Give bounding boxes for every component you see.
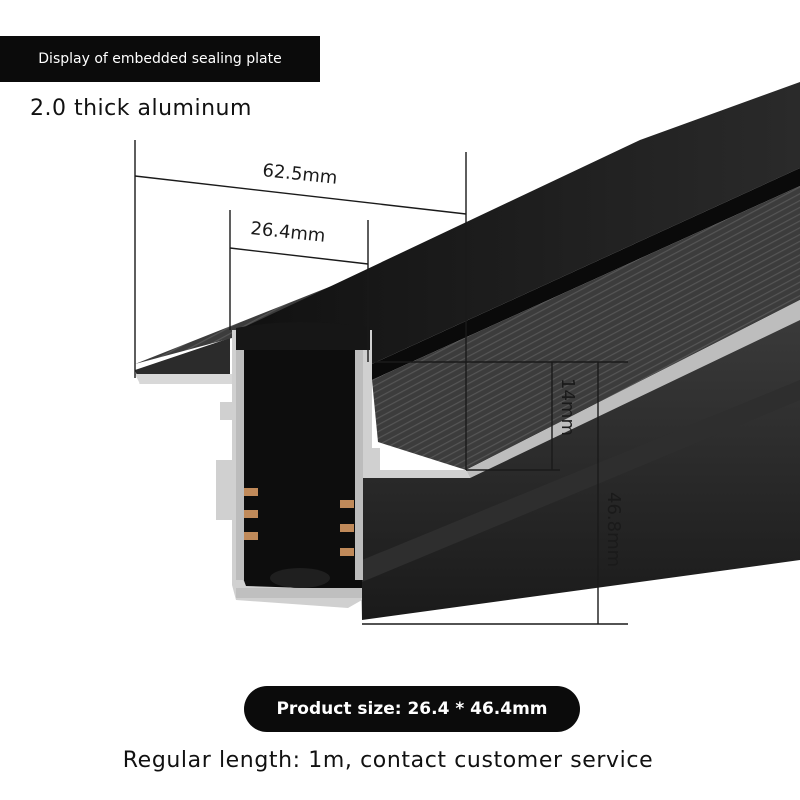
product-size-badge: Product size: 26.4 * 46.4mm: [244, 686, 580, 732]
dimension-total-height: 46.8mm: [603, 492, 624, 567]
dimension-flange-depth: 14mm: [557, 378, 578, 436]
profile-cross-section: [216, 322, 470, 608]
dimension-channel-width: 26.4mm: [249, 218, 326, 247]
length-note: Regular length: 1m, contact customer ser…: [122, 748, 654, 773]
profile-right-side: [360, 320, 800, 620]
right-groove-surface: [372, 186, 800, 478]
material-subtitle: 2.0 thick aluminum: [30, 96, 252, 121]
dimension-lines: [134, 140, 628, 625]
dimension-overall-width: 62.5mm: [261, 160, 338, 189]
profile-top-face: [238, 82, 800, 380]
title-badge: Display of embedded sealing plate: [0, 36, 320, 82]
